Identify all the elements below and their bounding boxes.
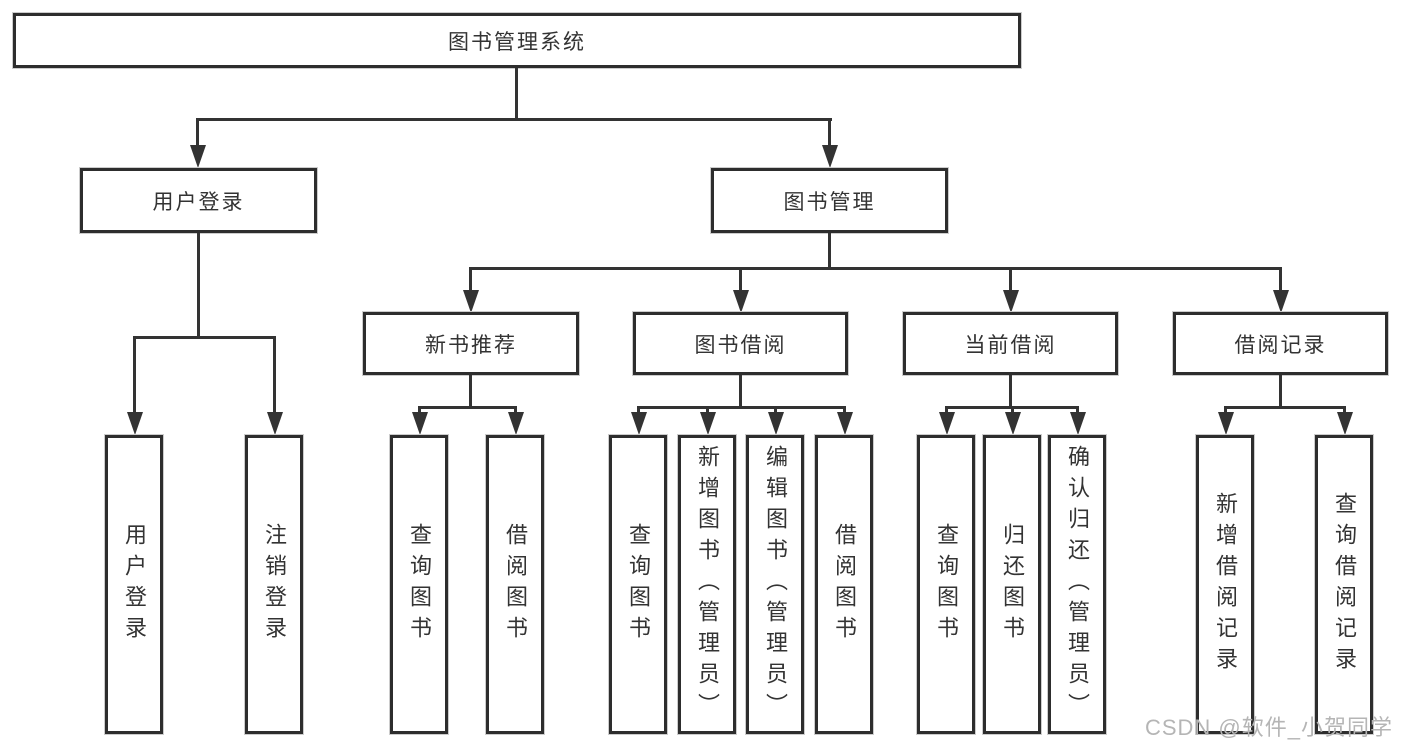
leaf-query-books-recommend-label: 查询图书	[407, 522, 432, 647]
connector-vline	[273, 336, 276, 415]
connector-vline	[196, 118, 199, 148]
leaf-edit-book-admin: 编辑图书（管理员）	[746, 435, 804, 734]
connector-vline	[1011, 406, 1014, 416]
leaf-add-book-admin: 新增图书（管理员）	[678, 435, 736, 734]
arrowhead-down-icon	[1003, 290, 1019, 313]
arrowhead-down-icon	[508, 412, 524, 435]
arrowhead-down-icon	[190, 145, 206, 168]
node-current-borrowing: 当前借阅	[903, 312, 1118, 375]
leaf-confirm-return-admin-label: 确认归还（管理员）	[1065, 445, 1090, 724]
node-current-borrowing-label: 当前借阅	[964, 333, 1057, 357]
connector-hline	[133, 336, 276, 339]
node-new-book-recommend: 新书推荐	[363, 312, 579, 375]
leaf-query-borrow-record: 查询借阅记录	[1315, 435, 1373, 734]
arrowhead-down-icon	[1070, 412, 1086, 435]
leaf-borrow-books-recommend: 借阅图书	[486, 435, 544, 734]
arrowhead-down-icon	[768, 412, 784, 435]
node-root-label: 图书管理系统	[448, 30, 586, 54]
connector-vline	[418, 406, 421, 416]
leaf-query-books-borrowing-label: 查询图书	[626, 522, 651, 647]
connector-vline	[706, 406, 709, 416]
leaf-edit-book-admin-label: 编辑图书（管理员）	[763, 445, 788, 724]
connector-vline	[133, 336, 136, 415]
leaf-confirm-return-admin: 确认归还（管理员）	[1048, 435, 1106, 734]
arrowhead-down-icon	[412, 412, 428, 435]
node-book-borrowing: 图书借阅	[633, 312, 848, 375]
leaf-query-books-current-label: 查询图书	[934, 522, 959, 647]
node-book-management-label: 图书管理	[783, 190, 876, 214]
node-borrowing-records: 借阅记录	[1173, 312, 1388, 375]
leaf-borrow-books-borrowing-label: 借阅图书	[832, 522, 857, 647]
arrowhead-down-icon	[733, 290, 749, 313]
leaf-query-books-current: 查询图书	[917, 435, 975, 734]
connector-vline	[1009, 267, 1012, 294]
connector-hline	[637, 406, 846, 409]
connector-vline	[515, 68, 518, 120]
connector-vline	[739, 375, 742, 409]
leaf-borrow-books-borrowing: 借阅图书	[815, 435, 873, 734]
connector-vline	[945, 406, 948, 416]
connector-vline	[739, 267, 742, 294]
leaf-add-book-admin-label: 新增图书（管理员）	[695, 445, 720, 724]
arrowhead-down-icon	[631, 412, 647, 435]
leaf-add-borrow-record: 新增借阅记录	[1196, 435, 1254, 734]
arrowhead-down-icon	[1337, 412, 1353, 435]
leaf-logout-label: 注销登录	[262, 522, 287, 647]
arrowhead-down-icon	[1218, 412, 1234, 435]
csdn-watermark: CSDN @软件_小贺同学	[1144, 715, 1393, 740]
leaf-return-books-label: 归还图书	[1000, 522, 1025, 647]
connector-vline	[469, 375, 472, 409]
arrowhead-down-icon	[127, 412, 143, 435]
leaf-add-borrow-record-label: 新增借阅记录	[1213, 491, 1238, 678]
arrowhead-down-icon	[1005, 412, 1021, 435]
connector-vline	[774, 406, 777, 416]
connector-hline	[1224, 406, 1346, 409]
connector-vline	[828, 118, 831, 148]
arrowhead-down-icon	[267, 412, 283, 435]
arrowhead-down-icon	[1273, 290, 1289, 313]
node-new-book-recommend-label: 新书推荐	[425, 333, 517, 357]
node-borrowing-records-label: 借阅记录	[1234, 333, 1327, 357]
arrowhead-down-icon	[837, 412, 853, 435]
connector-hline	[196, 118, 832, 121]
connector-vline	[197, 233, 200, 339]
connector-vline	[1224, 406, 1227, 416]
node-root: 图书管理系统	[13, 13, 1021, 68]
connector-vline	[1279, 375, 1282, 409]
node-book-borrowing-label: 图书借阅	[694, 333, 787, 357]
connector-vline	[1279, 267, 1282, 294]
leaf-query-books-borrowing: 查询图书	[609, 435, 667, 734]
connector-vline	[637, 406, 640, 416]
node-user-login-label: 用户登录	[152, 190, 245, 214]
connector-vline	[828, 233, 831, 270]
arrowhead-down-icon	[700, 412, 716, 435]
arrowhead-down-icon	[822, 145, 838, 168]
leaf-logout: 注销登录	[245, 435, 303, 734]
leaf-user-login: 用户登录	[105, 435, 163, 734]
connector-vline	[843, 406, 846, 416]
leaf-return-books: 归还图书	[983, 435, 1041, 734]
connector-vline	[1076, 406, 1079, 416]
node-user-login: 用户登录	[80, 168, 317, 233]
node-book-management: 图书管理	[711, 168, 948, 233]
leaf-query-books-recommend: 查询图书	[390, 435, 448, 734]
connector-vline	[469, 267, 472, 294]
leaf-query-borrow-record-label: 查询借阅记录	[1332, 491, 1357, 678]
connector-vline	[1009, 375, 1012, 409]
leaf-user-login-label: 用户登录	[122, 522, 147, 647]
connector-hline	[469, 267, 1282, 270]
connector-vline	[514, 406, 517, 416]
arrowhead-down-icon	[463, 290, 479, 313]
leaf-borrow-books-recommend-label: 借阅图书	[503, 522, 528, 647]
connector-vline	[1343, 406, 1346, 416]
arrowhead-down-icon	[939, 412, 955, 435]
connector-hline	[418, 406, 517, 409]
